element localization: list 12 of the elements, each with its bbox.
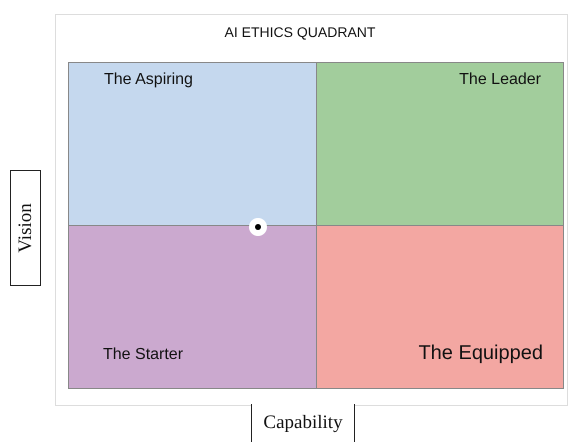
axis-label-box [10, 170, 41, 286]
axis-label: Vision [14, 203, 36, 253]
quadrant-panel [68, 225, 317, 389]
quadrant-panel [316, 225, 564, 389]
chart-title: AI ETHICS QUADRANT [224, 24, 376, 40]
quadrant-label: The Equipped [418, 342, 543, 365]
quadrant-label: The Aspiring [104, 71, 193, 89]
axis-label: Capability [263, 412, 343, 434]
quadrant-label: The Starter [103, 346, 184, 364]
quadrant-panel [68, 62, 317, 226]
quadrant-label: The Leader [459, 71, 541, 89]
quadrant-panel [316, 62, 564, 226]
